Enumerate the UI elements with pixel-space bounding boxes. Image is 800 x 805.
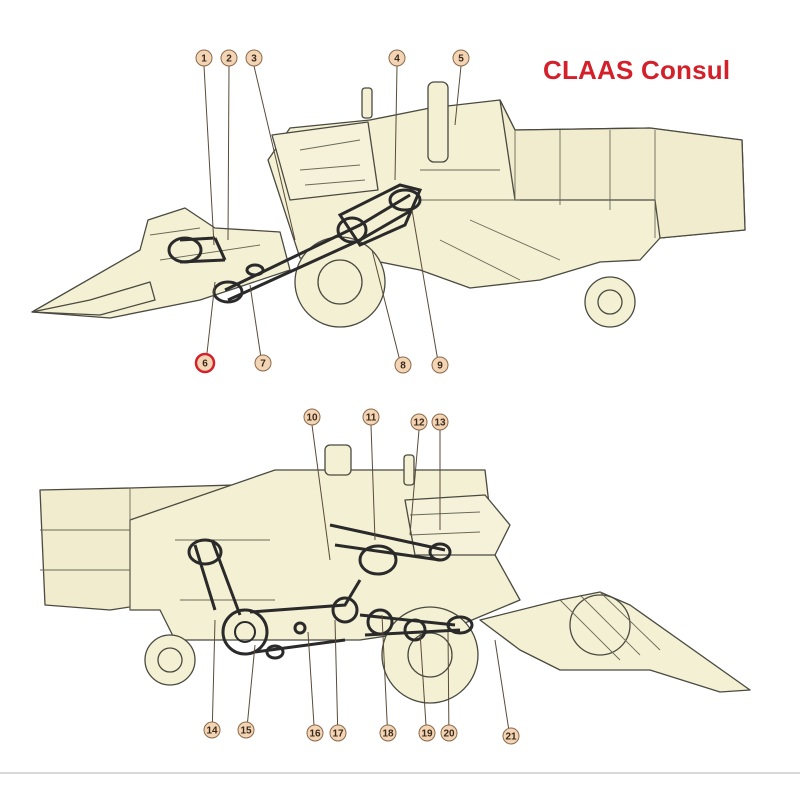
bottom-cab <box>404 494 511 556</box>
bottom-leader-10 <box>311 424 331 561</box>
top-leader-9 <box>411 209 441 374</box>
callout-number: 17 <box>332 729 344 740</box>
callout-number: 15 <box>240 726 252 737</box>
callout-number: 10 <box>306 413 318 424</box>
bottom-callout-14: 14 <box>203 721 221 739</box>
callout-number: 21 <box>505 732 517 743</box>
top-belt-drive <box>167 183 423 304</box>
callout-number: 8 <box>400 361 406 372</box>
callout-leaders <box>203 65 512 745</box>
top-callout-1: 1 <box>195 49 213 67</box>
bottom-callout-15: 15 <box>237 721 255 739</box>
bottom-leader-21 <box>494 639 512 745</box>
top-cab <box>271 121 379 201</box>
bottom-leader-19 <box>419 631 428 742</box>
callout-number: 20 <box>443 729 455 740</box>
callout-circle <box>362 408 380 426</box>
top-machine <box>31 81 746 328</box>
callout-number: 16 <box>309 729 321 740</box>
callout-circle <box>431 356 449 374</box>
callout-number: 18 <box>382 729 394 740</box>
callout-circle <box>410 413 428 431</box>
bottom-callout-17: 17 <box>329 724 347 742</box>
bottom-leader-20 <box>447 631 450 742</box>
callout-circle <box>245 49 263 67</box>
bottom-callout-12: 12 <box>410 413 428 431</box>
callout-circle <box>194 352 216 374</box>
bottom-callout-21: 21 <box>502 727 520 745</box>
bottom-leader-12 <box>409 429 420 536</box>
bottom-leader-18 <box>381 614 389 742</box>
top-exhaust <box>427 81 449 163</box>
callout-circle <box>431 413 449 431</box>
callout-circle <box>440 724 458 742</box>
callout-circle <box>254 354 272 372</box>
top-callout-9: 9 <box>431 356 449 374</box>
bottom-callout-20: 20 <box>440 724 458 742</box>
bottom-leader-11 <box>370 424 376 541</box>
divider <box>0 772 800 774</box>
bottom-leader-14 <box>211 619 216 739</box>
callout-number: 12 <box>413 418 425 429</box>
bottom-leader-16 <box>307 631 316 742</box>
top-grain-tank <box>499 99 746 239</box>
bottom-callout-19: 19 <box>418 724 436 742</box>
callout-number: 5 <box>458 54 464 65</box>
callout-number: 14 <box>206 726 218 737</box>
top-leader-1 <box>203 65 215 246</box>
bottom-machine <box>39 444 751 704</box>
callout-number: 3 <box>251 54 257 65</box>
top-callout-6: 6 <box>194 352 216 374</box>
bottom-leader-17 <box>334 619 339 742</box>
callout-circle <box>418 724 436 742</box>
top-callout-8: 8 <box>394 356 412 374</box>
callout-circle <box>394 356 412 374</box>
top-leader-8 <box>371 249 404 374</box>
callout-circle <box>329 724 347 742</box>
bottom-callout-11: 11 <box>362 408 380 426</box>
callout-number: 11 <box>366 413 377 424</box>
callout-number: 19 <box>421 729 433 740</box>
callout-circle <box>220 49 238 67</box>
callout-circle <box>388 49 406 67</box>
diagram-title: CLAAS Consul <box>543 55 731 85</box>
bottom-callout-16: 16 <box>306 724 324 742</box>
top-callout-4: 4 <box>388 49 406 67</box>
callout-circle <box>203 721 221 739</box>
callout-circle <box>303 408 321 426</box>
bottom-reel <box>569 594 631 656</box>
top-leader-5 <box>454 65 462 126</box>
callout-circle <box>502 727 520 745</box>
bottom-callout-13: 13 <box>431 413 449 431</box>
top-leader-3 <box>253 65 296 241</box>
top-details <box>149 130 656 281</box>
top-callout-3: 3 <box>245 49 263 67</box>
callout-number: 9 <box>437 361 443 372</box>
callout-number: 6 <box>202 359 208 370</box>
top-callout-7: 7 <box>254 354 272 372</box>
top-header <box>31 207 291 319</box>
top-leader-2 <box>227 65 230 241</box>
callout-circle <box>195 49 213 67</box>
callout-number: 13 <box>434 418 446 429</box>
bottom-callout-10: 10 <box>303 408 321 426</box>
top-callout-5: 5 <box>452 49 470 67</box>
callout-number: 1 <box>201 54 207 65</box>
callout-circle <box>237 721 255 739</box>
callout-circle <box>452 49 470 67</box>
top-leader-4 <box>394 65 398 181</box>
callout-circle <box>306 724 324 742</box>
bottom-callout-18: 18 <box>379 724 397 742</box>
callout-number: 7 <box>260 359 266 370</box>
bottom-belt-drive <box>187 523 474 660</box>
top-header-snout <box>31 281 156 316</box>
callout-circle <box>379 724 397 742</box>
top-callout-2: 2 <box>220 49 238 67</box>
callout-number: 2 <box>226 54 232 65</box>
bottom-details <box>40 488 661 661</box>
callout-number: 4 <box>394 54 400 65</box>
